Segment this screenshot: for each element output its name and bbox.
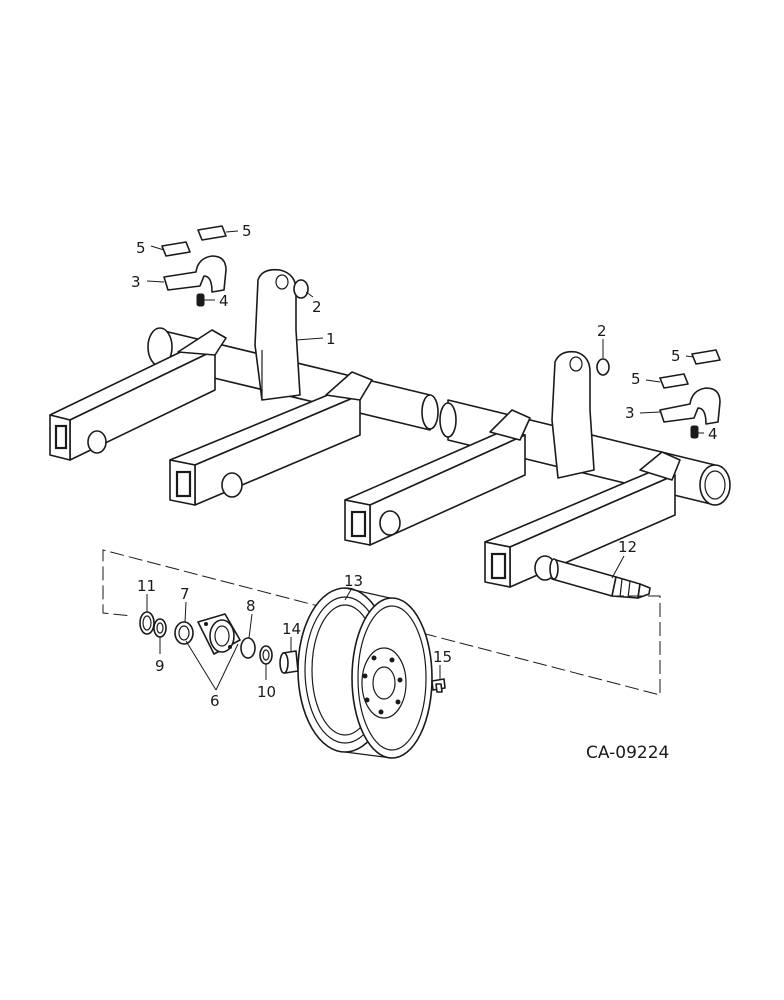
callout-6: 6 bbox=[210, 692, 220, 710]
callout-3: 3 bbox=[131, 273, 141, 291]
frame-bracket-2 bbox=[551, 350, 595, 479]
callout-5: 5 bbox=[671, 347, 681, 365]
wheel-bolt bbox=[431, 678, 446, 693]
plate-upper-right bbox=[691, 349, 721, 365]
callout-11: 11 bbox=[137, 577, 156, 595]
callout-5: 5 bbox=[631, 370, 641, 388]
callout-13: 13 bbox=[344, 572, 363, 590]
plate-upper-left bbox=[197, 225, 227, 241]
callout-labels: 5 5 3 4 2 1 2 5 5 3 4 12 13 11 7 8 14 15… bbox=[131, 222, 718, 710]
hardware-left bbox=[161, 225, 309, 307]
plate-mid-left bbox=[161, 241, 191, 257]
bolt-right bbox=[690, 425, 699, 439]
callout-8: 8 bbox=[246, 597, 256, 615]
bolt-left bbox=[196, 293, 205, 307]
plate-mid-right bbox=[659, 373, 689, 389]
callout-7: 7 bbox=[180, 585, 190, 603]
callout-14: 14 bbox=[282, 620, 301, 638]
assembly-boundary bbox=[102, 549, 661, 696]
clamp-right bbox=[659, 387, 721, 425]
bushing-upper-right bbox=[596, 358, 610, 376]
drawing-code: CA-09224 bbox=[586, 743, 669, 763]
callout-5: 5 bbox=[242, 222, 252, 240]
callout-4: 4 bbox=[708, 425, 718, 443]
hardware-right bbox=[596, 349, 721, 439]
spindle bbox=[549, 558, 651, 599]
frame-arm-2 bbox=[169, 371, 373, 506]
callout-3: 3 bbox=[625, 404, 635, 422]
frame-arm-3 bbox=[344, 409, 531, 546]
cup-8 bbox=[240, 637, 256, 659]
frame-arm-4 bbox=[484, 451, 681, 588]
frame-arm-1 bbox=[49, 329, 227, 461]
callout-10: 10 bbox=[257, 683, 276, 701]
callout-4: 4 bbox=[219, 292, 229, 310]
clamp-left bbox=[163, 255, 227, 293]
callout-2: 2 bbox=[312, 298, 322, 316]
cup-7 bbox=[174, 621, 194, 645]
callout-2: 2 bbox=[597, 322, 607, 340]
callout-12: 12 bbox=[618, 538, 637, 556]
bearing-cone-10 bbox=[259, 645, 273, 665]
bushing-upper-left bbox=[293, 279, 309, 299]
hub-assembly bbox=[139, 611, 299, 674]
callout-15: 15 bbox=[433, 648, 452, 666]
bearing-cone-9 bbox=[153, 618, 167, 638]
callout-5: 5 bbox=[136, 239, 146, 257]
leader-lines bbox=[146, 230, 704, 691]
callout-9: 9 bbox=[155, 657, 165, 675]
frame-bracket-1 bbox=[254, 268, 301, 401]
seal-11 bbox=[139, 611, 155, 635]
wheel-rim bbox=[297, 587, 433, 759]
callout-1: 1 bbox=[326, 330, 336, 348]
